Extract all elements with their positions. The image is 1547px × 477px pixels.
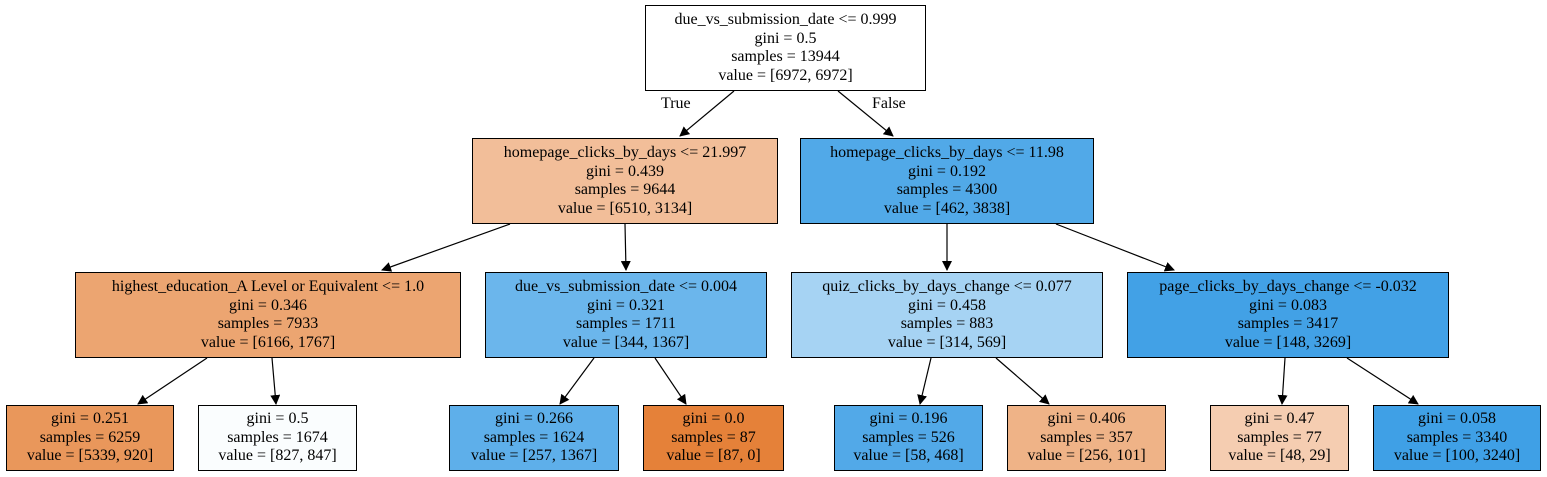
leaf-node: gini = 0.47 samples = 77 value = [48, 29…: [1210, 405, 1349, 471]
node-left-left: highest_education_A Level or Equivalent …: [75, 272, 461, 358]
node-split: due_vs_submission_date <= 0.999: [674, 11, 897, 28]
node-right-left: quiz_clicks_by_days_change <= 0.077 gini…: [791, 272, 1103, 358]
edge-rl-to-rlr: [995, 357, 1050, 405]
edge-lr-to-lrr: [654, 357, 687, 405]
node-samples: samples = 87: [671, 428, 756, 446]
node-root: due_vs_submission_date <= 0.999 gini = 0…: [645, 5, 926, 91]
node-gini: gini = 0.0: [682, 410, 745, 428]
node-value: value = [58, 468]: [853, 447, 964, 465]
node-samples: samples = 6259: [39, 428, 141, 446]
node-value: value = [148, 3269]: [1224, 333, 1352, 351]
node-gini: gini = 0.5: [246, 410, 309, 428]
node-gini: gini = 0.266: [495, 410, 573, 428]
node-gini: gini = 0.5: [754, 29, 817, 47]
node-value: value = [5339, 920]: [26, 447, 154, 465]
leaf-node: gini = 0.406 samples = 357 value = [256,…: [1007, 405, 1166, 471]
edge-left-to-lr: [620, 223, 631, 271]
node-samples: samples = 357: [1040, 428, 1133, 446]
edge-right-to-rr: [1055, 223, 1175, 272]
edge-root-to-right: [837, 90, 894, 137]
node-value: value = [6166, 1767]: [200, 333, 336, 351]
node-right-right: page_clicks_by_days_change <= -0.032 gin…: [1127, 272, 1449, 358]
node-gini: gini = 0.346: [229, 296, 307, 314]
edge-ll-to-llr: [270, 357, 281, 405]
leaf-node: gini = 0.058 samples = 3340 value = [100…: [1373, 405, 1541, 471]
node-value: value = [6510, 3134]: [557, 199, 693, 217]
node-split: page_clicks_by_days_change <= -0.032: [1159, 278, 1417, 295]
node-samples: samples = 13944: [731, 48, 840, 65]
node-gini: gini = 0.47: [1244, 410, 1315, 428]
node-samples: samples = 3417: [1237, 315, 1339, 332]
node-split: homepage_clicks_by_days <= 11.98: [830, 144, 1064, 161]
node-split: quiz_clicks_by_days_change <= 0.077: [822, 278, 1072, 295]
node-gini: gini = 0.439: [586, 162, 664, 180]
leaf-node: gini = 0.266 samples = 1624 value = [257…: [449, 405, 619, 471]
node-split: highest_education_A Level or Equivalent …: [111, 278, 425, 295]
node-split: homepage_clicks_by_days <= 21.997: [503, 144, 747, 161]
node-value: value = [6972, 6972]: [718, 66, 853, 84]
node-gini: gini = 0.251: [51, 410, 129, 428]
node-gini: gini = 0.321: [587, 296, 665, 314]
node-samples: samples = 526: [862, 428, 955, 446]
node-value: value = [314, 569]: [887, 333, 1007, 351]
edge-ll-to-lll: [137, 357, 208, 405]
node-value: value = [257, 1367]: [470, 447, 598, 465]
node-samples: samples = 7933: [217, 315, 319, 332]
node-samples: samples = 9644: [574, 181, 676, 198]
edge-root-to-left: [679, 90, 735, 137]
node-gini: gini = 0.192: [908, 162, 986, 180]
edge-rr-to-rrl: [1277, 357, 1288, 405]
node-value: value = [827, 847]: [218, 447, 337, 465]
leaf-node: gini = 0.0 samples = 87 value = [87, 0]: [643, 405, 784, 471]
node-gini: gini = 0.406: [1047, 410, 1126, 428]
node-value: value = [87, 0]: [666, 447, 761, 465]
leaf-node: gini = 0.5 samples = 1674 value = [827, …: [198, 405, 357, 471]
node-gini: gini = 0.196: [869, 410, 948, 428]
node-gini: gini = 0.458: [908, 296, 986, 314]
node-samples: samples = 1674: [227, 428, 328, 446]
node-left-right: due_vs_submission_date <= 0.004 gini = 0…: [485, 272, 767, 358]
node-samples: samples = 883: [900, 315, 994, 332]
node-value: value = [256, 101]: [1027, 447, 1146, 465]
node-samples: samples = 77: [1237, 428, 1322, 446]
node-samples: samples = 1624: [483, 428, 585, 446]
leaf-node: gini = 0.196 samples = 526 value = [58, …: [834, 405, 983, 471]
node-samples: samples = 4300: [896, 181, 998, 198]
leaf-node: gini = 0.251 samples = 6259 value = [533…: [6, 405, 174, 471]
node-value: value = [48, 29]: [1228, 447, 1331, 465]
node-value: value = [344, 1367]: [562, 333, 690, 351]
node-left: homepage_clicks_by_days <= 21.997 gini =…: [472, 138, 778, 224]
node-gini: gini = 0.083: [1249, 296, 1327, 314]
edge-label-false: False: [872, 95, 906, 112]
node-value: value = [100, 3240]: [1393, 447, 1521, 465]
node-value: value = [462, 3838]: [883, 199, 1011, 217]
edge-left-to-ll: [381, 223, 511, 272]
edge-lr-to-lrl: [559, 357, 595, 405]
node-gini: gini = 0.058: [1418, 410, 1496, 428]
node-samples: samples = 1711: [576, 315, 676, 332]
edge-label-true: True: [661, 95, 691, 112]
node-split: due_vs_submission_date <= 0.004: [514, 278, 738, 295]
node-right: homepage_clicks_by_days <= 11.98 gini = …: [800, 138, 1094, 224]
edge-rl-to-rll: [917, 357, 932, 405]
edge-rr-to-rrr: [1346, 357, 1419, 405]
node-samples: samples = 3340: [1406, 428, 1508, 446]
